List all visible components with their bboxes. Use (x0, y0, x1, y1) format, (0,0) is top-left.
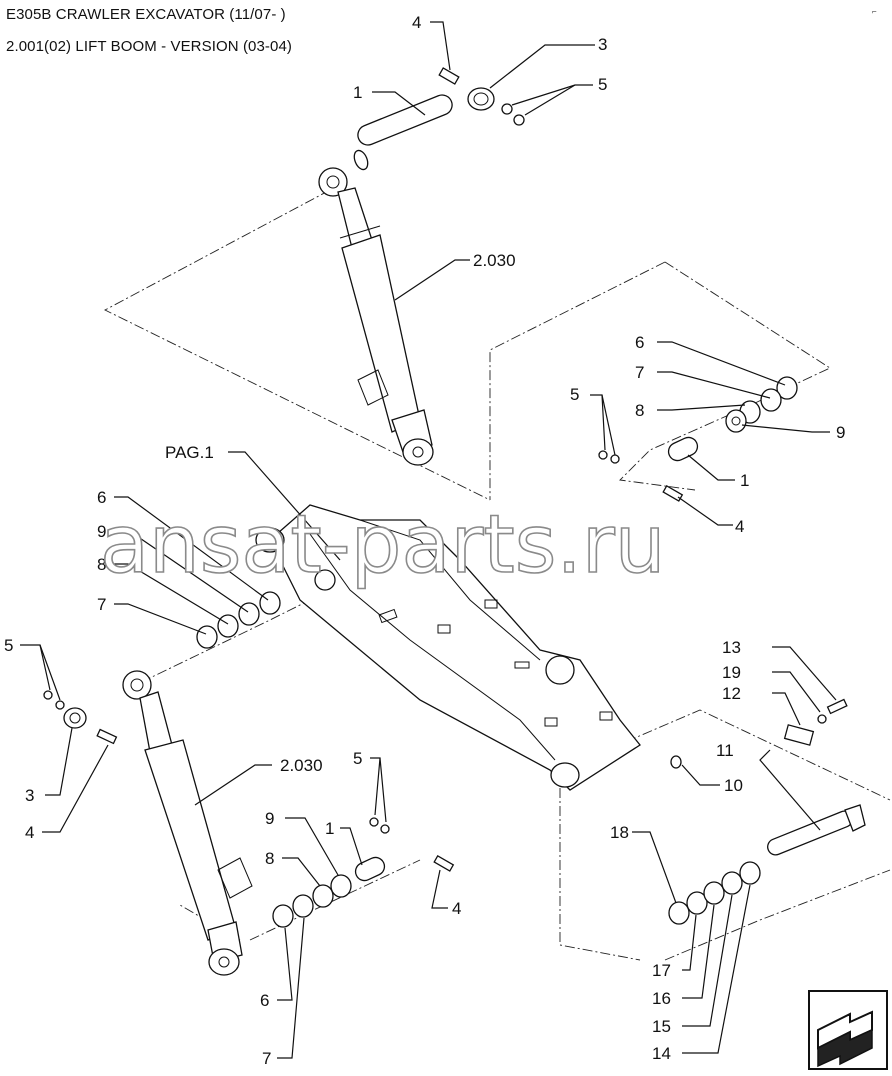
callout-5: 5 (4, 636, 13, 655)
callout-10: 10 (724, 776, 743, 795)
callout-7: 7 (635, 363, 644, 382)
callout-1: 1 (325, 819, 334, 838)
lower-lift-cylinder (43, 591, 281, 976)
callout-11: 11 (716, 741, 734, 760)
callout-4: 4 (735, 517, 744, 536)
callout-12: 12 (722, 684, 741, 703)
callout-13: 13 (722, 638, 741, 657)
page-subtitle: 2.001(02) LIFT BOOM - VERSION (03-04) (6, 38, 293, 55)
callout-9: 9 (97, 522, 106, 541)
leader-lines (20, 21, 837, 1059)
callout-5: 5 (353, 749, 362, 768)
callout-5: 5 (598, 75, 607, 94)
callout-19: 19 (722, 663, 741, 682)
callout-4: 4 (25, 823, 34, 842)
callout-pag-1: PAG.1 (165, 443, 214, 462)
callout-6: 6 (260, 991, 269, 1010)
callout-9: 9 (265, 809, 274, 828)
callout-6: 6 (635, 333, 644, 352)
callout-16: 16 (652, 989, 671, 1008)
callout-8: 8 (97, 555, 106, 574)
callout-2-030-lower: 2.030 (280, 756, 323, 775)
top-pin-assembly (353, 67, 525, 171)
callout-7: 7 (262, 1049, 271, 1068)
callout-9: 9 (836, 423, 845, 442)
callout-7: 7 (97, 595, 106, 614)
callout-15: 15 (652, 1017, 671, 1036)
callout-3: 3 (25, 786, 34, 805)
right-upper-parts (598, 376, 798, 502)
callout-1: 1 (353, 83, 362, 102)
callout-14: 14 (652, 1044, 671, 1063)
callout-4: 4 (452, 899, 461, 918)
next-page-arrow-icon[interactable] (808, 990, 888, 1070)
upper-lift-cylinder (318, 167, 434, 466)
page-title: E305B CRAWLER EXCAVATOR (11/07- ) (6, 6, 286, 23)
callout-2-030-upper: 2.030 (473, 251, 516, 270)
right-lower-parts (668, 698, 866, 925)
watermark-text: ansat-parts.ru (100, 498, 665, 591)
callout-5: 5 (570, 385, 579, 404)
arrow-glyph-icon (817, 1010, 873, 1068)
bottom-middle-parts (272, 817, 455, 928)
callout-4: 4 (412, 13, 421, 32)
callout-1: 1 (740, 471, 749, 490)
corner-mark: ⌐ (872, 7, 877, 16)
callout-6: 6 (97, 488, 106, 507)
callout-8: 8 (635, 401, 644, 420)
callout-labels: 4 3 1 5 2.030 6 7 8 9 5 1 4 PAG.1 6 9 8 … (4, 13, 845, 1068)
callout-17: 17 (652, 961, 671, 980)
callout-18: 18 (610, 823, 629, 842)
lift-boom (255, 504, 641, 791)
callout-8: 8 (265, 849, 274, 868)
callout-3: 3 (598, 35, 607, 54)
